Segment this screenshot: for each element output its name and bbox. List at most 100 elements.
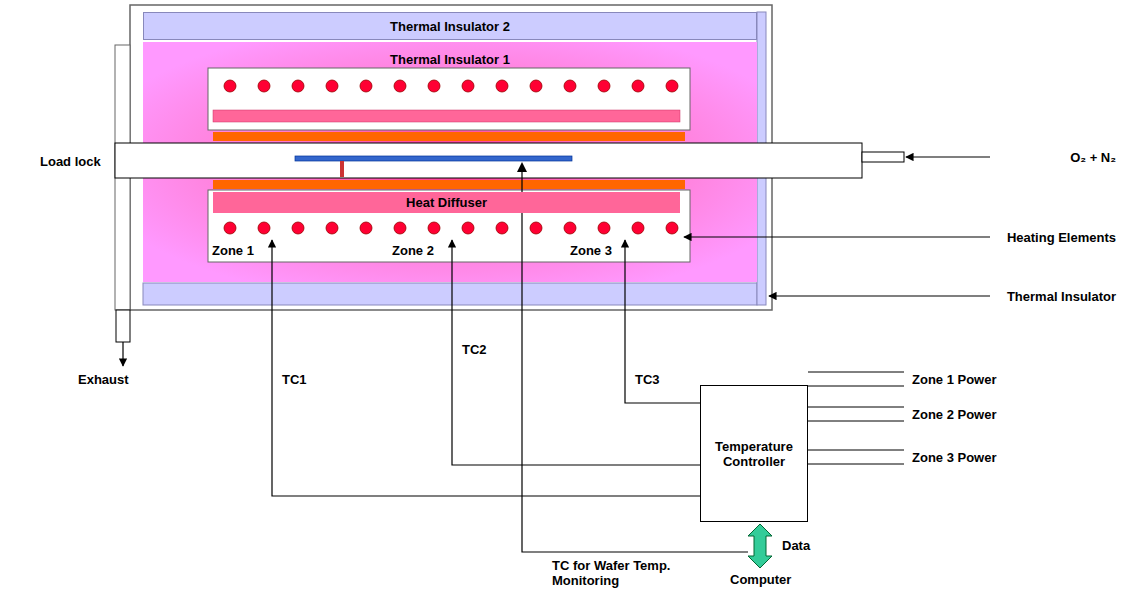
- part-label: Load lock: [40, 154, 101, 169]
- heating-element: [496, 80, 508, 92]
- heating-element: [598, 222, 610, 234]
- part-label: Computer: [730, 572, 791, 587]
- heating-element: [530, 222, 542, 234]
- signal-name: Data: [782, 538, 810, 553]
- power-wire: [808, 421, 904, 422]
- gas-label: O₂ + N₂: [1070, 150, 1116, 165]
- heating-element: [564, 80, 576, 92]
- wafer: [517, 162, 527, 172]
- heating-element: [394, 222, 406, 234]
- power-wire: [808, 450, 904, 451]
- thermocouple-wire: [452, 240, 700, 465]
- heating-element: [598, 80, 610, 92]
- signal-name: Zone 3 Power: [912, 450, 997, 465]
- heating-element: [666, 80, 678, 92]
- power-wire: [808, 372, 904, 373]
- heating-element: [496, 222, 508, 234]
- heating-element: [428, 222, 440, 234]
- exhaust-pipe: [116, 310, 130, 366]
- zone-label: Zone 3: [570, 243, 612, 258]
- heating-element: [428, 80, 440, 92]
- gas-label: O₂ + N₂: [1070, 150, 1116, 165]
- heating-element: [326, 222, 338, 234]
- part-label: Computer: [730, 572, 791, 587]
- heater-housing: [213, 110, 680, 122]
- heating-element: [258, 222, 270, 234]
- heating-element: [462, 222, 474, 234]
- process-tube: [213, 132, 685, 141]
- node-text: Heat Diffuser: [406, 195, 487, 210]
- signal-name: TC1: [282, 372, 307, 387]
- heating-element: [564, 222, 576, 234]
- wafer: [340, 161, 344, 177]
- part-label: Heating Elements: [1007, 230, 1116, 245]
- leader-line: [684, 236, 990, 237]
- node-text: Thermal Insulator 1: [390, 52, 510, 67]
- zone-label: Zone 3: [570, 243, 612, 258]
- heat-diffuser-bar: Heat Diffuser: [213, 192, 680, 213]
- data-arrow: [748, 524, 772, 568]
- thermocouple-wire: [272, 240, 700, 496]
- heating-element: [292, 222, 304, 234]
- signal-name: Zone 1 Power: [912, 372, 997, 387]
- heating-element: [326, 80, 338, 92]
- wafer: [295, 156, 572, 161]
- signal-name: TC3: [635, 372, 660, 387]
- part-label: Thermal Insulator: [1007, 289, 1116, 304]
- data-arrow: [748, 524, 772, 568]
- signal-name: Zone 3 Power: [912, 450, 997, 465]
- node-text: Temperature Controller: [707, 439, 801, 469]
- part-label: Heating Elements: [1007, 230, 1116, 245]
- heating-element: [360, 80, 372, 92]
- process-tube: [115, 143, 862, 178]
- signal-name: Zone 2 Power: [912, 407, 997, 422]
- signal-name: TC2: [462, 342, 487, 357]
- signal-name: TC3: [635, 372, 660, 387]
- heating-element: [462, 80, 474, 92]
- heating-element: [224, 222, 236, 234]
- heating-element: [530, 80, 542, 92]
- heating-element: [224, 80, 236, 92]
- heating-element: [394, 80, 406, 92]
- note-label: TC for Wafer Temp. Monitoring: [552, 558, 684, 588]
- zone-label: Zone 2: [392, 243, 434, 258]
- process-tube: [115, 132, 904, 189]
- zone-label: Zone 1: [212, 243, 254, 258]
- leader-line: [769, 295, 990, 296]
- power-wire: [808, 407, 904, 408]
- signal-name: TC2: [462, 342, 487, 357]
- heating-element: [666, 222, 678, 234]
- signal-name: Zone 2 Power: [912, 407, 997, 422]
- heater-housing: [208, 190, 690, 262]
- leader-line: [906, 156, 990, 157]
- note-label: TC for Wafer Temp. Monitoring: [552, 558, 670, 588]
- part-label: Exhaust: [78, 372, 129, 387]
- signal-name: Zone 1 Power: [912, 372, 997, 387]
- part-label: Load lock: [40, 154, 101, 169]
- thermocouple-wire: [625, 240, 700, 403]
- power-wire: [808, 372, 904, 464]
- insulator-band: Thermal Insulator 2: [143, 12, 757, 40]
- heater-housing: [208, 68, 690, 130]
- furnace-housing: [143, 283, 757, 305]
- heating-element: [292, 80, 304, 92]
- power-wire: [808, 386, 904, 387]
- part-label: Thermal Insulator: [1007, 289, 1116, 304]
- exhaust-pipe: [122, 342, 123, 366]
- heating-element: [360, 222, 372, 234]
- part-label: Exhaust: [78, 372, 129, 387]
- exhaust-pipe: [116, 310, 130, 342]
- leader-line: [684, 157, 990, 296]
- heating-element: [632, 80, 644, 92]
- heating-element: [632, 222, 644, 234]
- zone-label: Zone 1: [212, 243, 254, 258]
- heating-element: [258, 80, 270, 92]
- thermocouple-wire: [272, 172, 748, 552]
- zone-label: Zone 2: [392, 243, 434, 258]
- signal-name: Data: [782, 538, 810, 553]
- power-wire: [808, 464, 904, 465]
- wafer: [295, 156, 572, 177]
- node-text: Thermal Insulator 2: [390, 19, 510, 34]
